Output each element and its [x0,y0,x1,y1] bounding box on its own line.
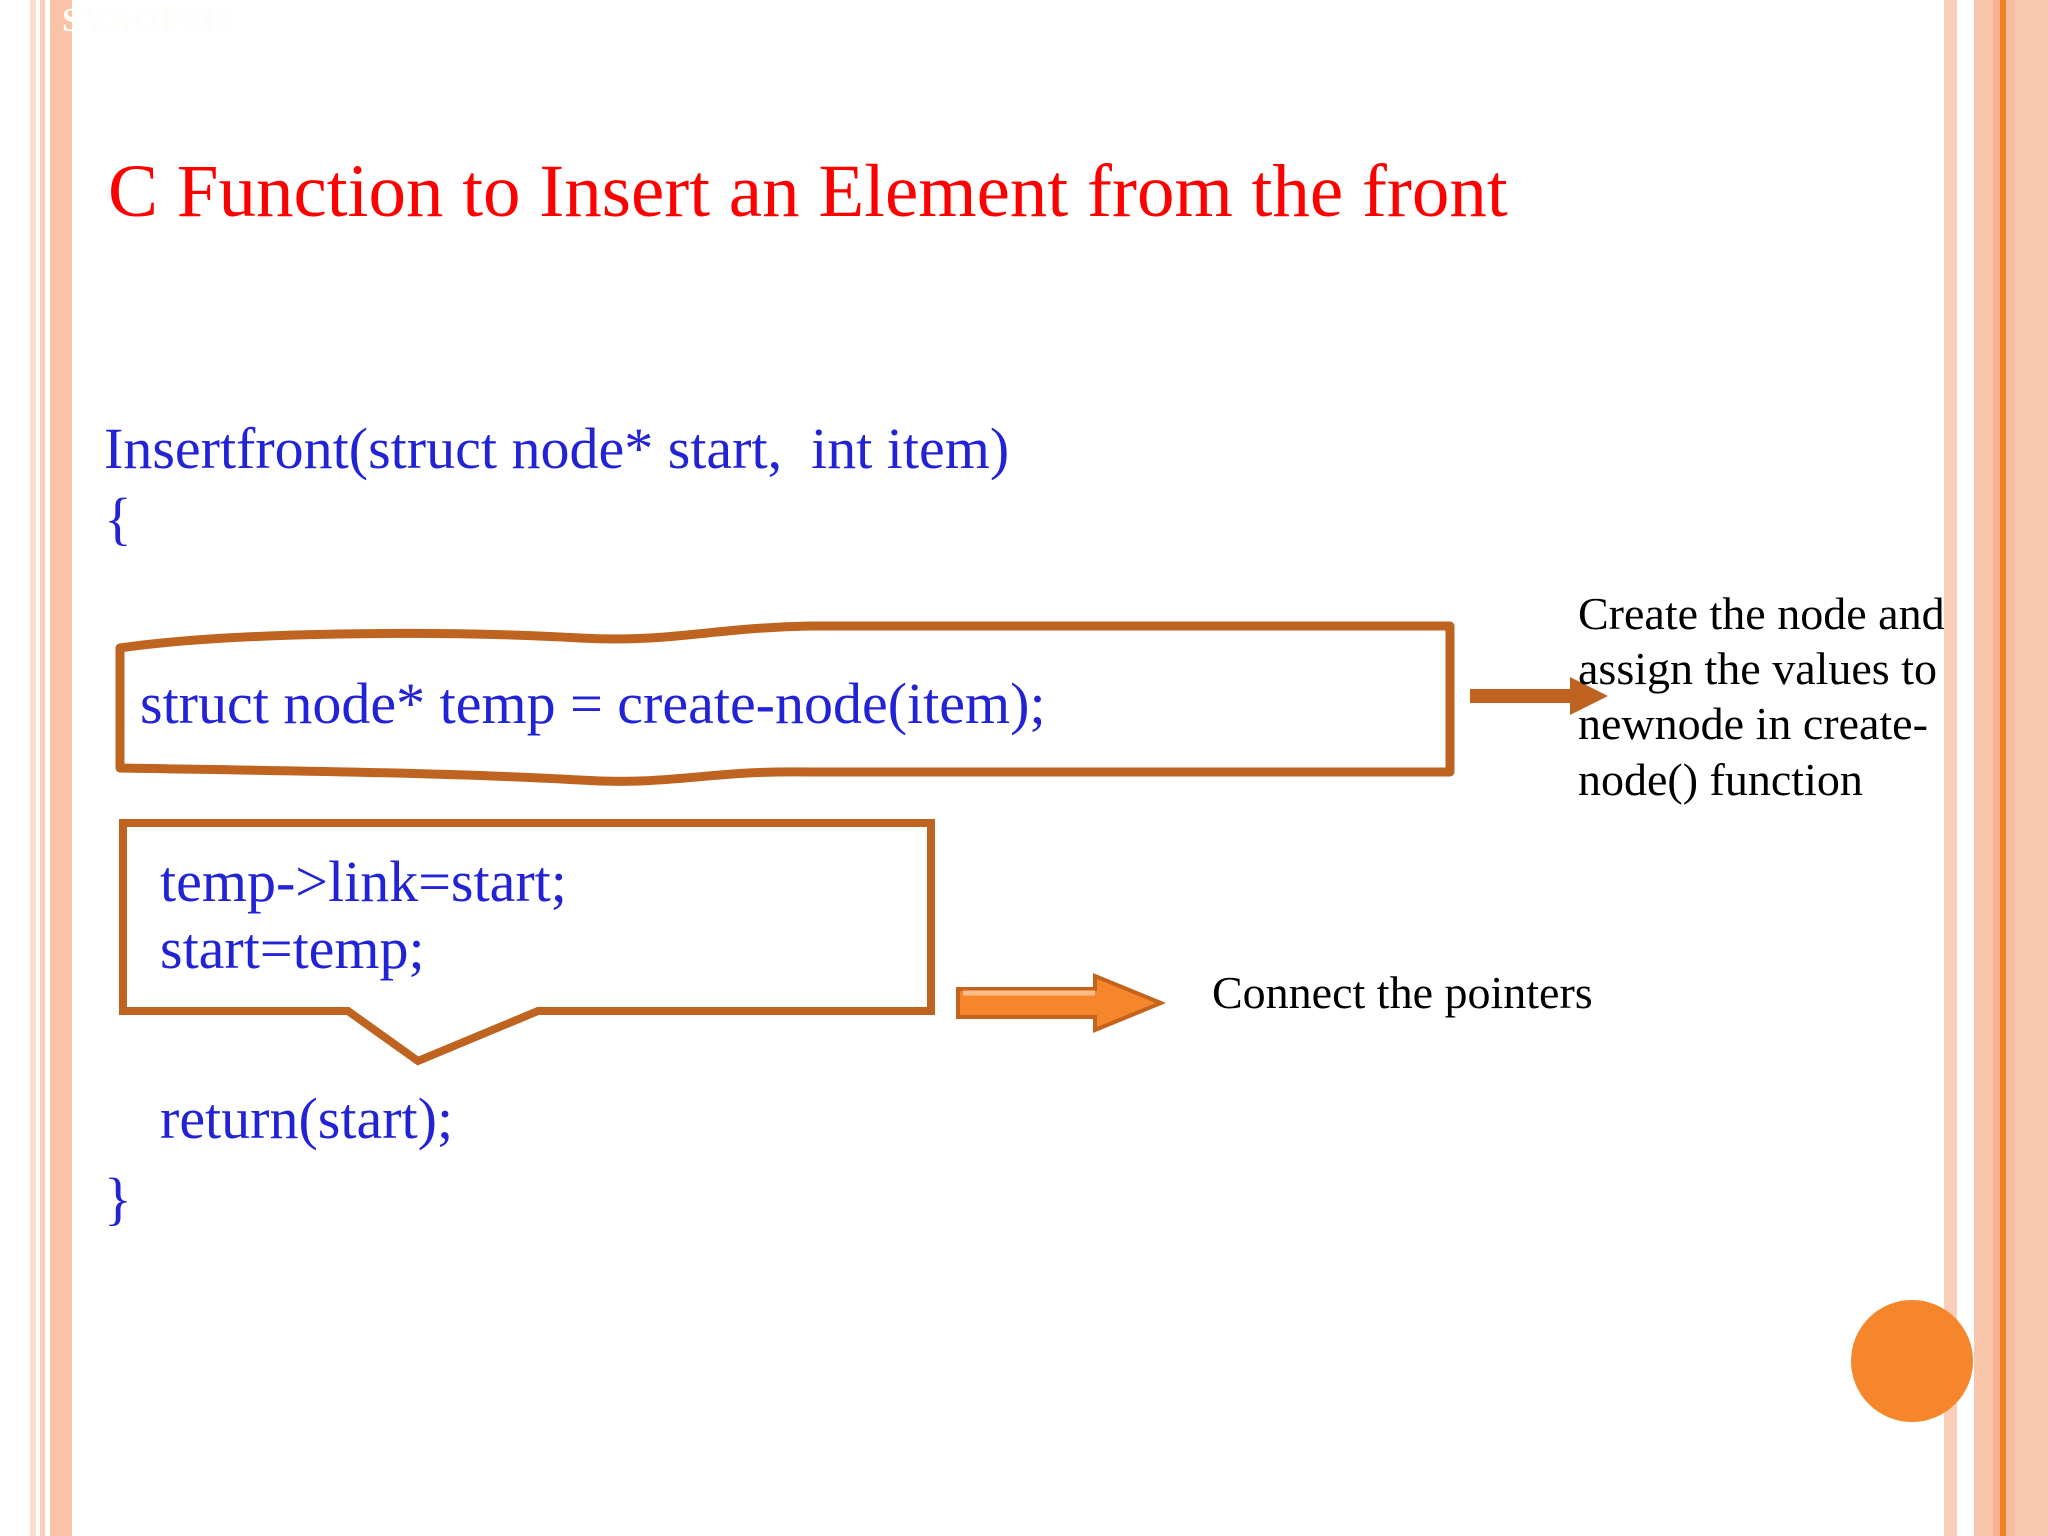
annotation-connect-pointers: Connect the pointers [1212,967,1593,1018]
notch-callout-box [118,818,936,1068]
left-stripe-2 [40,0,45,1536]
code-line-signature: Insertfront(struct node* start, int item… [104,416,1010,481]
code-lines-connect-pointers: temp->link=start; start=temp; [160,849,567,982]
ribbon-callout-box [110,620,1460,790]
right-stripe-3 [1993,0,2000,1536]
right-stripe-1 [1944,0,1957,1536]
left-stripe-1 [30,0,36,1536]
code-line-open-brace: { [104,486,132,551]
code-line-close-brace: } [104,1166,132,1231]
left-stripe-3 [50,0,72,1536]
right-stripe-2 [1974,0,1993,1536]
watermark: SYNOPSIS [62,2,237,39]
code-line-return: return(start); [160,1086,454,1151]
code-line-create-node: struct node* temp = create-node(item); [140,671,1046,736]
right-stripe-4 [2006,0,2015,1536]
page-title: C Function to Insert an Element from the… [108,150,1508,233]
annotation-create-node: Create the node and assign the values to… [1578,588,1945,805]
arrow-right-icon [1470,672,1610,720]
block-arrow-right-icon [955,972,1165,1034]
right-stripe-accent [2000,0,2006,1536]
orange-circle-decoration [1851,1300,1973,1422]
right-stripe-5 [2015,0,2048,1536]
